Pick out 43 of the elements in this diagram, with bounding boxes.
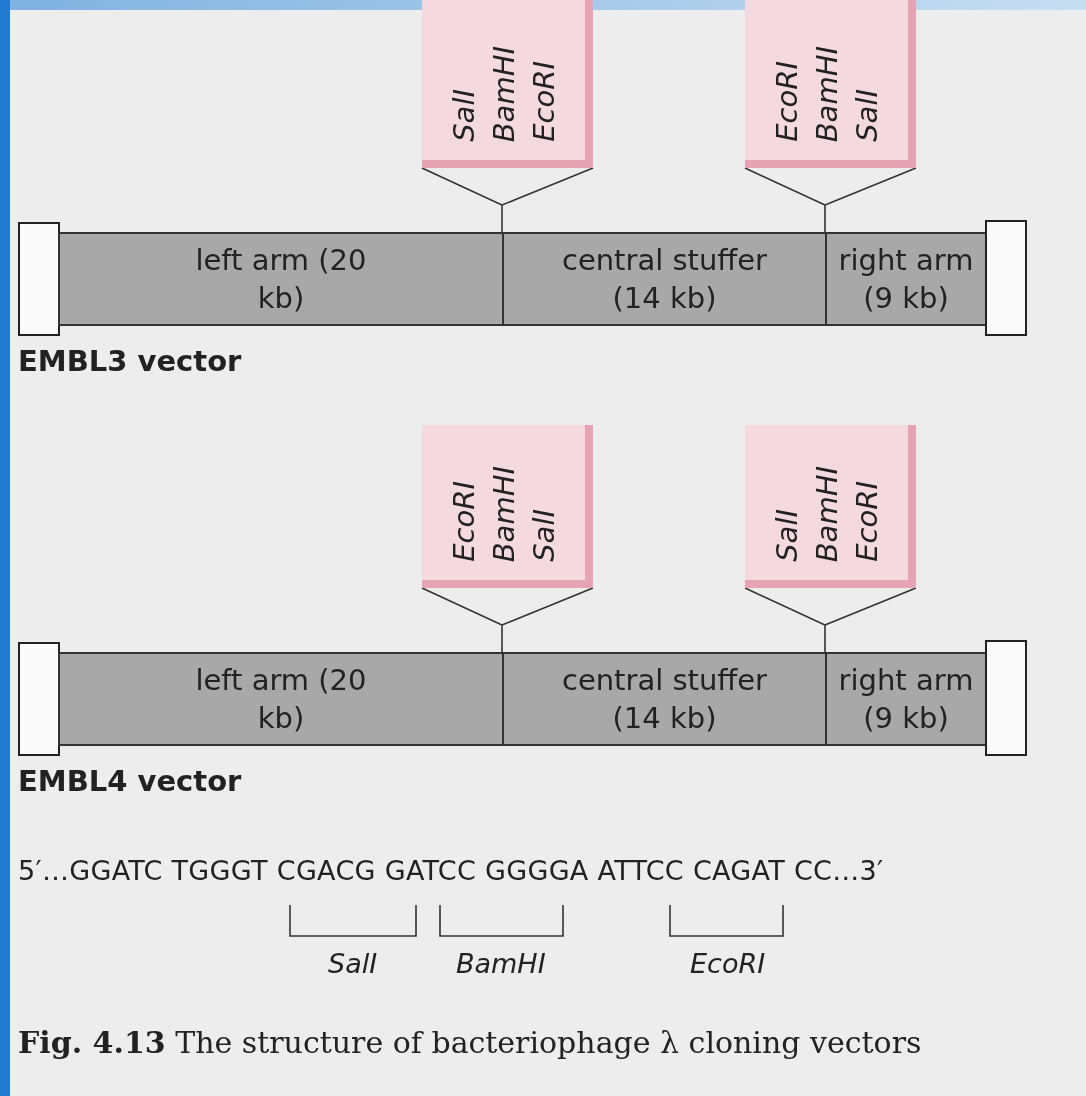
end-box	[985, 220, 1027, 336]
enzyme-label: BamHI	[808, 45, 845, 142]
polylinker-box	[422, 425, 593, 588]
leader-line	[421, 587, 594, 653]
enzyme-label: SalI	[848, 89, 885, 142]
enzyme-label: EcoRI	[445, 481, 482, 562]
polylinker-box	[745, 425, 916, 588]
end-box	[18, 642, 60, 756]
figure-caption: Fig. 4.13 The structure of bacteriophage λ cloning vectors	[18, 1025, 922, 1060]
vector-name: EMBL4 vector	[18, 764, 242, 798]
leader-line	[744, 167, 917, 233]
end-box	[985, 640, 1027, 756]
vector-segment	[502, 652, 827, 746]
segment-label: right arm (9 kb)	[837, 662, 975, 737]
vector-segment	[58, 652, 504, 746]
dna-sequence: 5′…GGATC TGGGT CGACG GATCC GGGGA ATTCC CAGAT CC…3′	[18, 855, 884, 886]
polylinker-box	[422, 0, 593, 168]
vector-segment	[825, 652, 987, 746]
segment-label: left arm (20 kb)	[194, 242, 368, 317]
vector-segment	[502, 232, 827, 326]
end-box	[18, 222, 60, 336]
polylinker-box	[745, 0, 916, 168]
segment-label: left arm (20 kb)	[194, 662, 368, 737]
vector-name: EMBL3 vector	[18, 344, 242, 378]
enzyme-label: EcoRI	[768, 61, 805, 142]
enzyme-label: BamHI	[808, 465, 845, 562]
enzyme-label: SalI	[445, 89, 482, 142]
site-label: SalI	[328, 948, 378, 979]
segment-label: central stuffer (14 kb)	[560, 242, 769, 317]
vector-segment	[58, 232, 504, 326]
vector-segment	[825, 232, 987, 326]
enzyme-label: SalI	[525, 509, 562, 562]
segment-label: right arm (9 kb)	[837, 242, 975, 317]
segment-label: central stuffer (14 kb)	[560, 662, 769, 737]
leader-line	[744, 587, 917, 653]
enzyme-label: EcoRI	[525, 61, 562, 142]
site-label: EcoRI	[690, 948, 766, 979]
enzyme-label: BamHI	[485, 45, 522, 142]
enzyme-label: EcoRI	[848, 481, 885, 562]
leader-line	[421, 167, 594, 233]
enzyme-label: SalI	[768, 509, 805, 562]
site-label: BamHI	[456, 948, 546, 979]
enzyme-label: BamHI	[485, 465, 522, 562]
